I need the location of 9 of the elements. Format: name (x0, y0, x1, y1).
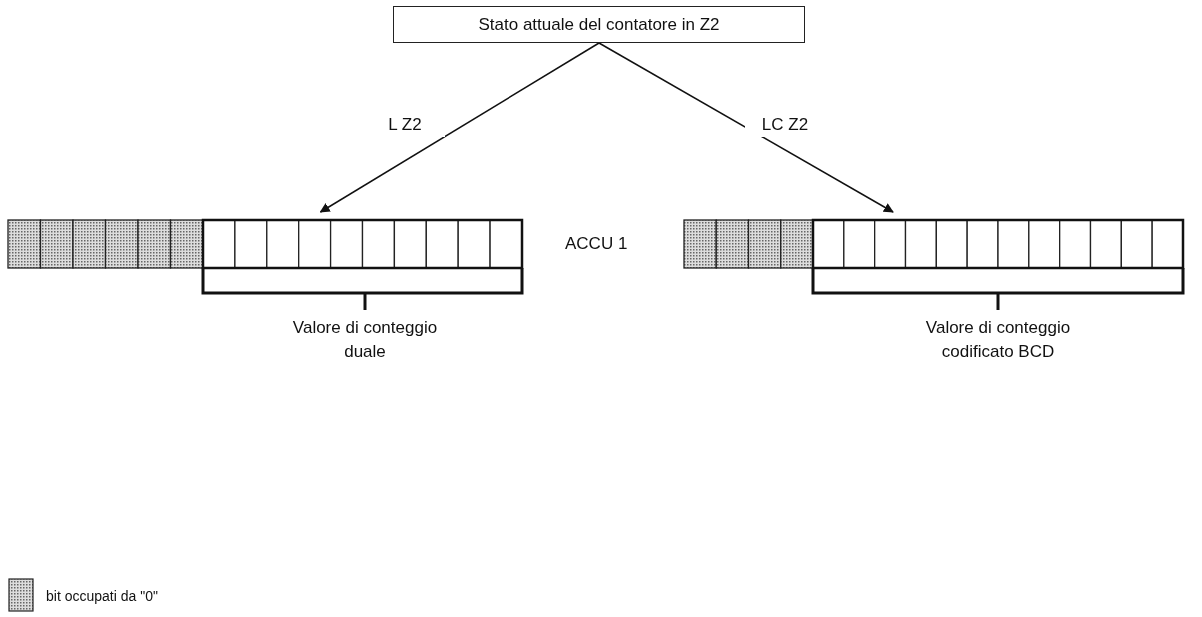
process-box: Stato attuale del contatore in Z2 (393, 6, 805, 43)
register-caption: Valore di conteggio codificato BCD (924, 317, 1072, 363)
arrow (319, 42, 600, 213)
register-drawing (7, 218, 524, 270)
legend-text: bit occupati da "0" (46, 587, 158, 606)
register-label: ACCU 1 (565, 233, 628, 255)
register-drawing (683, 218, 1185, 270)
register-caption: Valore di conteggio duale (291, 317, 439, 363)
arrow (598, 42, 894, 213)
